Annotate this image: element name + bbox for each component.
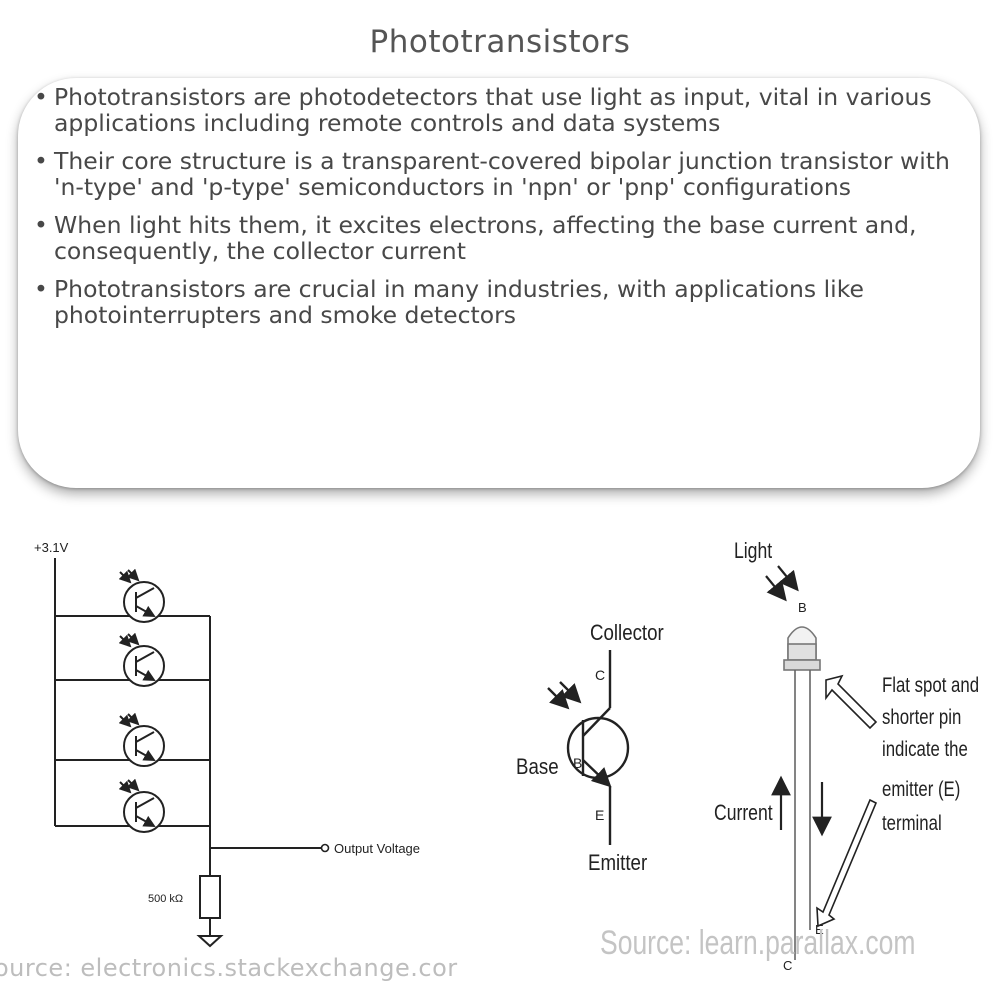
- phototransistor-3: [118, 712, 165, 767]
- collector-label: Collector: [590, 622, 664, 646]
- bullet-marker: •: [34, 83, 48, 111]
- bullet-marker: •: [34, 147, 48, 175]
- supply-voltage-label: +3.1V: [34, 540, 69, 555]
- bullet-list: •Phototransistors are photodetectors tha…: [34, 84, 984, 340]
- note-line-1: Flat spot and: [882, 674, 979, 697]
- bullet-item: •When light hits them, it excites electr…: [34, 212, 984, 264]
- base-letter: B: [573, 755, 582, 771]
- collector-letter: C: [595, 667, 605, 683]
- note-line-5: terminal: [882, 812, 942, 835]
- collector-pin-label: C: [783, 958, 792, 973]
- bullet-item: •Phototransistors are crucial in many in…: [34, 276, 984, 328]
- emitter-label: Emitter: [588, 852, 647, 876]
- bullet-item: •Phototransistors are photodetectors tha…: [34, 84, 984, 136]
- phototransistor-component-diagram: Light B Current Flat spot and shorter pi…: [714, 539, 979, 973]
- phototransistor-symbol-diagram: Collector C Base B E Emitter: [516, 622, 664, 876]
- output-voltage-label: Output Voltage: [334, 841, 420, 856]
- light-label: Light: [734, 539, 773, 563]
- source-credit-right: Source: learn.parallax.com: [600, 924, 916, 962]
- source-credit-left: ource: electronics.stackexchange.cor: [0, 954, 458, 982]
- phototransistor-2: [118, 632, 165, 687]
- current-label: Current: [714, 801, 773, 825]
- parallel-circuit-diagram: +3.1V Output Voltage 500 kΩ: [34, 540, 420, 948]
- base-pin-label: B: [798, 600, 807, 615]
- summary-card: [18, 78, 980, 488]
- page-title: Phototransistors: [369, 24, 631, 60]
- bullet-item: •Their core structure is a transparent-c…: [34, 148, 984, 200]
- component-body: [783, 626, 821, 671]
- bullet-text: Their core structure is a transparent-co…: [54, 147, 950, 201]
- flat-spot-arrow: [825, 674, 878, 730]
- bullet-text: Phototransistors are crucial in many ind…: [54, 275, 864, 329]
- note-line-3: indicate the: [882, 738, 968, 761]
- emitter-letter: E: [595, 807, 604, 823]
- bullet-text: When light hits them, it excites electro…: [54, 211, 917, 265]
- note-line-4: emitter (E): [882, 778, 960, 801]
- base-label: Base: [516, 756, 559, 780]
- emitter-pin-label: E: [815, 922, 824, 937]
- bullet-marker: •: [34, 275, 48, 303]
- short-pin-arrow: [816, 798, 878, 928]
- resistor-value-label: 500 kΩ: [148, 893, 183, 905]
- bullet-text: Phototransistors are photodetectors that…: [54, 83, 932, 137]
- note-line-2: shorter pin: [882, 706, 961, 729]
- bullet-marker: •: [34, 211, 48, 239]
- phototransistor-4: [118, 778, 165, 833]
- output-terminal: [320, 843, 330, 853]
- ground-symbol: [196, 935, 224, 948]
- phototransistor-1: [118, 568, 165, 623]
